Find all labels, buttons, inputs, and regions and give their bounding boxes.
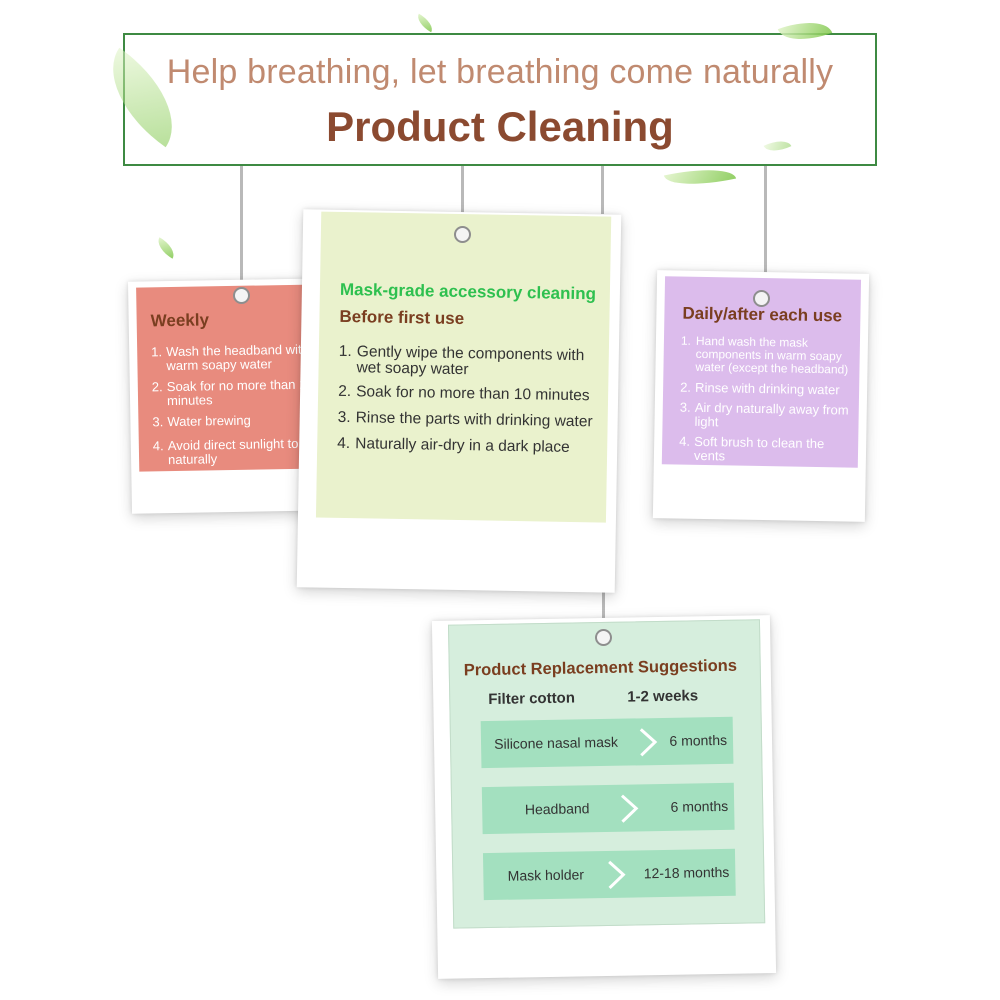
hanging-string bbox=[602, 590, 605, 632]
hanging-string bbox=[764, 166, 767, 294]
hanging-string bbox=[461, 166, 464, 228]
list-item: 1.Wash the headband with warm soapy wate… bbox=[151, 341, 309, 374]
hanger-ring bbox=[454, 226, 471, 243]
list-item: 3.Air dry naturally away from light bbox=[679, 399, 849, 430]
accessory-title: Mask-grade accessory cleaning bbox=[339, 279, 597, 304]
chevron-right-icon bbox=[608, 860, 626, 889]
list-item: 4.Avoid direct sunlight to dry naturally bbox=[152, 435, 321, 468]
row-name: Headband bbox=[524, 800, 590, 818]
accessory-frame: Mask-grade accessory cleaning Before fir… bbox=[296, 209, 622, 593]
weekly-list: 1.Wash the headband with warm soapy wate… bbox=[151, 342, 323, 467]
daily-list: 1.Hand wash the mask components in warm … bbox=[679, 333, 857, 466]
list-item: 3.Rinse the parts with drinking water bbox=[337, 408, 593, 431]
replacement-first-value: 1-2 weeks bbox=[627, 687, 699, 706]
replacement-row: Silicone nasal mask 6 months bbox=[480, 716, 734, 769]
list-item: 2.Rinse with drinking water bbox=[680, 379, 840, 398]
hanging-string bbox=[240, 166, 243, 290]
accessory-list: 1.Gently wipe the components with wet so… bbox=[337, 342, 607, 457]
page-title: Product Cleaning bbox=[326, 103, 674, 150]
list-item: 2.Soak for no more than 10 minutes bbox=[338, 382, 590, 405]
row-value: 6 months bbox=[669, 731, 728, 749]
list-item: 4.Soft brush to clean the vents bbox=[679, 433, 825, 464]
weekly-title: Weekly bbox=[150, 310, 210, 331]
accessory-card: Mask-grade accessory cleaning Before fir… bbox=[315, 211, 612, 523]
replacement-first-name: Filter cotton bbox=[488, 689, 576, 709]
list-item: 1.Hand wash the mask components in warm … bbox=[680, 333, 849, 377]
daily-title: Daily/after each use bbox=[682, 303, 843, 326]
hanger-ring bbox=[233, 287, 250, 304]
list-item: 1.Gently wipe the components with wet so… bbox=[338, 342, 585, 379]
replacement-card: Product Replacement Suggestions Filter c… bbox=[447, 619, 766, 929]
list-item: 2.Soak for no more than 10 minutes bbox=[151, 376, 314, 409]
replacement-row: Headband 6 months bbox=[481, 782, 735, 835]
row-value: 12-18 months bbox=[643, 863, 730, 882]
header-banner: Help breathing, let breathing come natur… bbox=[123, 33, 877, 166]
hanger-ring bbox=[753, 290, 770, 307]
hanging-string bbox=[601, 166, 604, 214]
daily-frame: Daily/after each use 1.Hand wash the mas… bbox=[652, 270, 870, 522]
header-subtitle: Help breathing, let breathing come natur… bbox=[166, 53, 834, 91]
hanger-ring bbox=[595, 629, 612, 646]
row-name: Silicone nasal mask bbox=[494, 733, 619, 752]
replacement-title: Product Replacement Suggestions bbox=[463, 656, 738, 680]
chevron-right-icon bbox=[620, 794, 639, 823]
list-item: 4.Naturally air-dry in a dark place bbox=[337, 434, 570, 456]
replacement-row: Mask holder 12-18 months bbox=[482, 848, 736, 901]
row-value: 6 months bbox=[670, 797, 729, 815]
chevron-right-icon bbox=[639, 728, 658, 757]
leaf-decoration bbox=[413, 13, 437, 33]
list-item: 3.Water brewing bbox=[152, 412, 251, 430]
row-name: Mask holder bbox=[507, 866, 585, 884]
leaf-decoration bbox=[153, 237, 179, 259]
replacement-frame: Product Replacement Suggestions Filter c… bbox=[431, 615, 777, 979]
accessory-subtitle: Before first use bbox=[339, 306, 465, 329]
